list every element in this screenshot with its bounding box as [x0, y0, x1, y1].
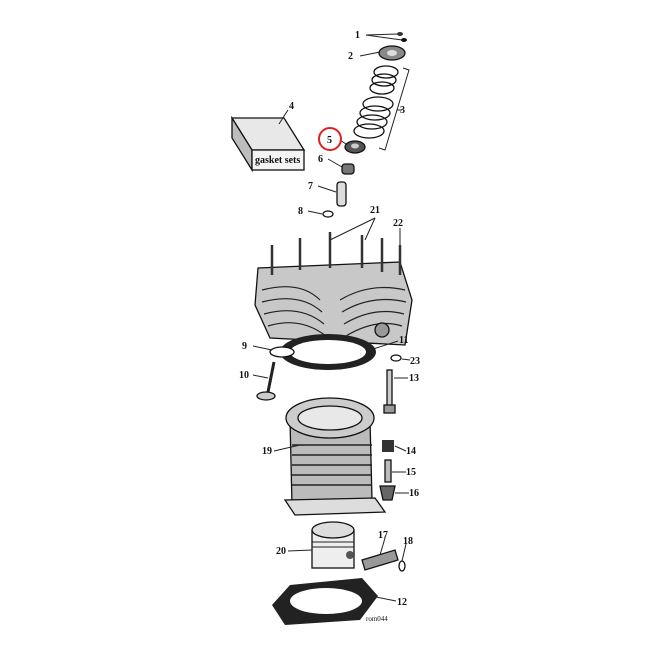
bracket-16[interactable] — [379, 485, 396, 501]
bolt-13[interactable] — [383, 369, 396, 414]
nut-14[interactable] — [382, 440, 394, 452]
label-11[interactable]: 11 — [399, 335, 408, 346]
piston-pin[interactable] — [361, 549, 399, 571]
label-6[interactable]: 6 — [318, 154, 323, 165]
highlight-circle — [318, 127, 342, 151]
cylinder-head[interactable] — [254, 232, 413, 346]
gasket-sets-label: gasket sets — [255, 155, 300, 166]
piston[interactable] — [311, 521, 355, 569]
valve-guide[interactable] — [336, 181, 347, 207]
base-gasket[interactable] — [272, 578, 378, 625]
label-1[interactable]: 1 — [355, 30, 360, 41]
lower-spring-collar[interactable] — [344, 140, 366, 154]
diagram-code: rom044 — [366, 615, 388, 623]
label-3[interactable]: 3 — [400, 105, 405, 116]
valve-seal[interactable] — [341, 163, 355, 175]
valve-springs[interactable] — [353, 65, 399, 139]
gasket-sets-box[interactable]: gasket sets — [230, 115, 306, 173]
label-4[interactable]: 4 — [289, 101, 294, 112]
label-20[interactable]: 20 — [276, 546, 286, 557]
pin-clip[interactable] — [398, 560, 406, 572]
label-13[interactable]: 13 — [409, 373, 419, 384]
label-14[interactable]: 14 — [406, 446, 416, 457]
cylinder[interactable] — [283, 397, 387, 516]
label-2[interactable]: 2 — [348, 51, 353, 62]
label-12[interactable]: 12 — [397, 597, 407, 608]
guide-washer[interactable] — [322, 210, 334, 218]
label-22[interactable]: 22 — [393, 218, 403, 229]
label-19[interactable]: 19 — [262, 446, 272, 457]
valve-keepers[interactable] — [397, 32, 407, 42]
label-18[interactable]: 18 — [403, 536, 413, 547]
label-23[interactable]: 23 — [410, 356, 420, 367]
label-16[interactable]: 16 — [409, 488, 419, 499]
label-5[interactable]: 5 — [327, 135, 332, 146]
label-7[interactable]: 7 — [308, 181, 313, 192]
callout-lines — [252, 33, 411, 602]
o-ring-9[interactable] — [269, 346, 295, 358]
label-15[interactable]: 15 — [406, 467, 416, 478]
valve-spring-collar[interactable] — [378, 45, 406, 61]
washer-23[interactable] — [390, 354, 402, 362]
label-10[interactable]: 10 — [239, 370, 249, 381]
label-17[interactable]: 17 — [378, 530, 388, 541]
stud-15[interactable] — [384, 459, 392, 483]
label-9[interactable]: 9 — [242, 341, 247, 352]
label-8[interactable]: 8 — [298, 206, 303, 217]
part-labels: 1 2 3 4 5 6 7 8 9 10 11 12 13 14 15 16 1… — [239, 30, 420, 623]
exhaust-valve[interactable] — [256, 361, 276, 401]
label-21[interactable]: 21 — [370, 205, 380, 216]
head-gasket[interactable] — [280, 334, 376, 370]
